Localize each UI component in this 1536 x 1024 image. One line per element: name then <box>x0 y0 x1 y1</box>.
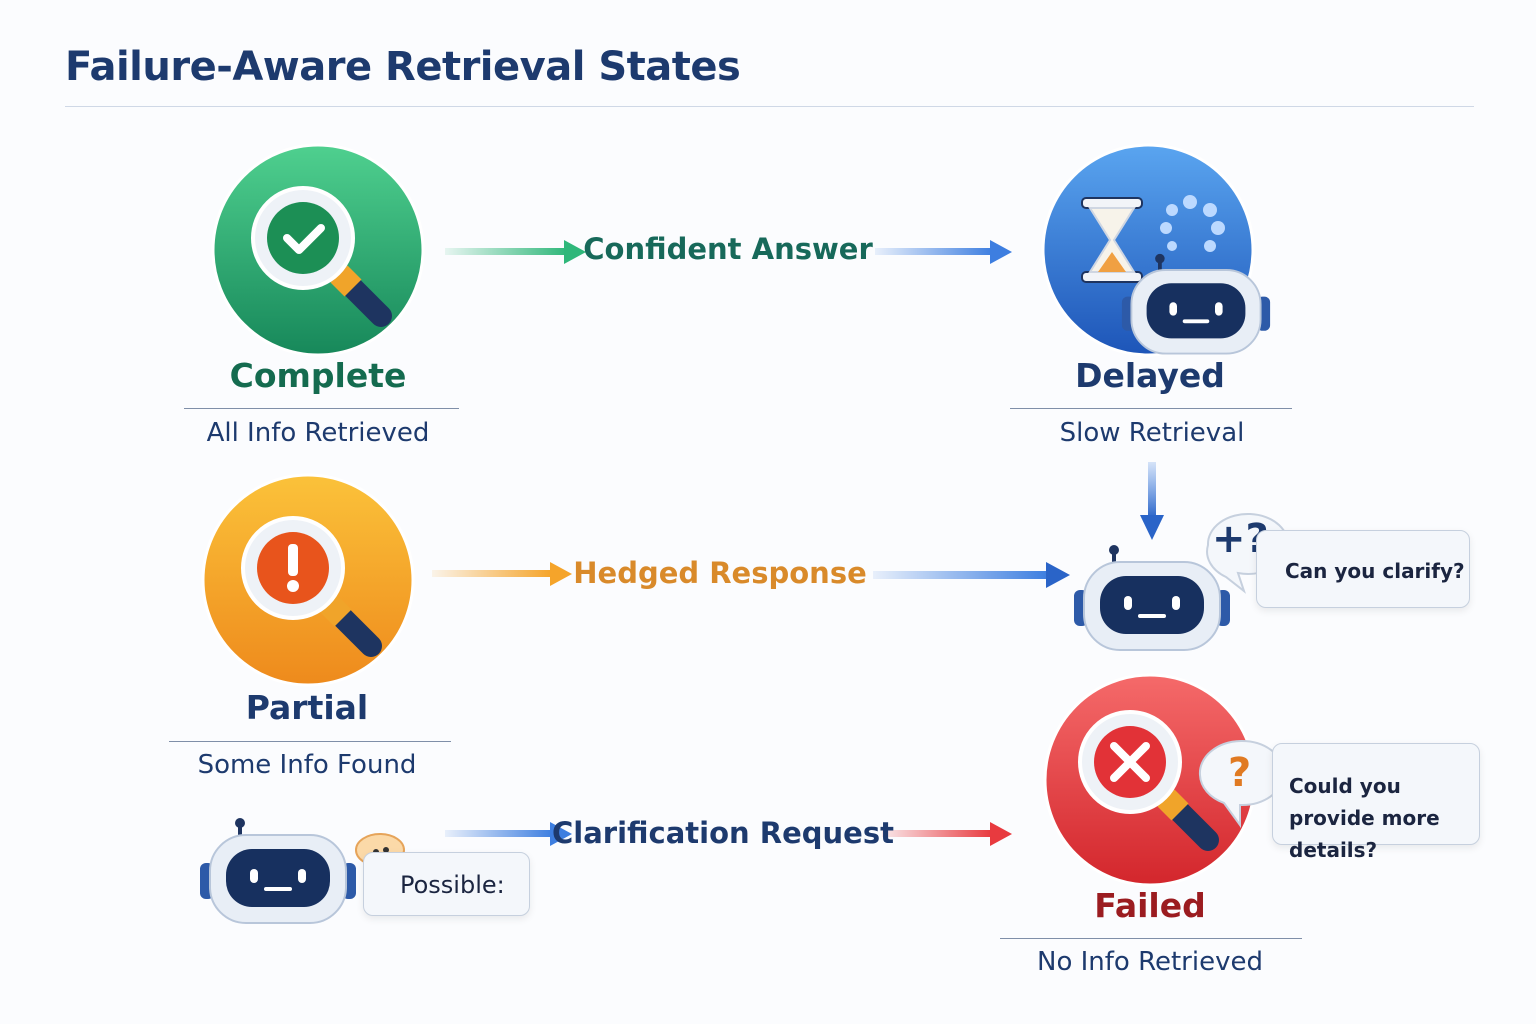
flow-clarification-request: Clarification Request <box>552 816 894 850</box>
flow-hedged-response: Hedged Response <box>573 556 867 590</box>
details-question-mark: ? <box>1228 750 1252 796</box>
state-complete-subtitle: All Info Retrieved <box>206 418 430 448</box>
details-speech-box: Could you provide more details? <box>1272 743 1480 862</box>
delayed-hourglass-robot-icon <box>1041 143 1272 357</box>
delayed-divider <box>1010 408 1292 409</box>
possible-text: Possible: <box>400 871 505 899</box>
state-partial-label: Partial <box>245 688 369 727</box>
arrow-robot-to-clarification <box>445 822 572 846</box>
state-complete-label: Complete <box>229 356 407 395</box>
possible-speech-box: Possible: <box>363 852 530 916</box>
page-title: Failure-Aware Retrieval States <box>65 44 741 90</box>
clarify-robot-icon <box>1072 543 1232 652</box>
state-failed-label: Failed <box>1094 886 1206 925</box>
possible-robot-icon <box>198 816 358 925</box>
complete-search-check-icon <box>211 143 425 357</box>
complete-divider <box>184 408 459 409</box>
arrow-confident-to-delayed <box>875 240 1012 264</box>
state-delayed-label: Delayed <box>1075 356 1225 395</box>
partial-search-warning-icon <box>201 473 415 687</box>
state-partial-subtitle: Some Info Found <box>197 750 417 780</box>
title-divider <box>65 106 1474 107</box>
clarify-text: Can you clarify? <box>1285 559 1465 583</box>
flow-confident-answer: Confident Answer <box>583 232 873 266</box>
arrow-hedged-to-robot <box>873 562 1070 588</box>
failed-divider <box>1000 938 1302 939</box>
clarify-speech-box: Can you clarify? <box>1256 530 1470 608</box>
partial-divider <box>169 741 451 742</box>
arrow-complete-to-confident <box>445 240 586 264</box>
failed-search-x-icon <box>1043 673 1257 887</box>
arrow-delayed-down <box>1140 462 1164 540</box>
arrow-clarification-to-failed <box>882 822 1012 846</box>
arrow-partial-to-hedged <box>432 562 572 586</box>
state-delayed-subtitle: Slow Retrieval <box>1059 418 1245 448</box>
state-failed-subtitle: No Info Retrieved <box>1037 947 1263 977</box>
details-text: Could you provide more details? <box>1289 774 1440 862</box>
